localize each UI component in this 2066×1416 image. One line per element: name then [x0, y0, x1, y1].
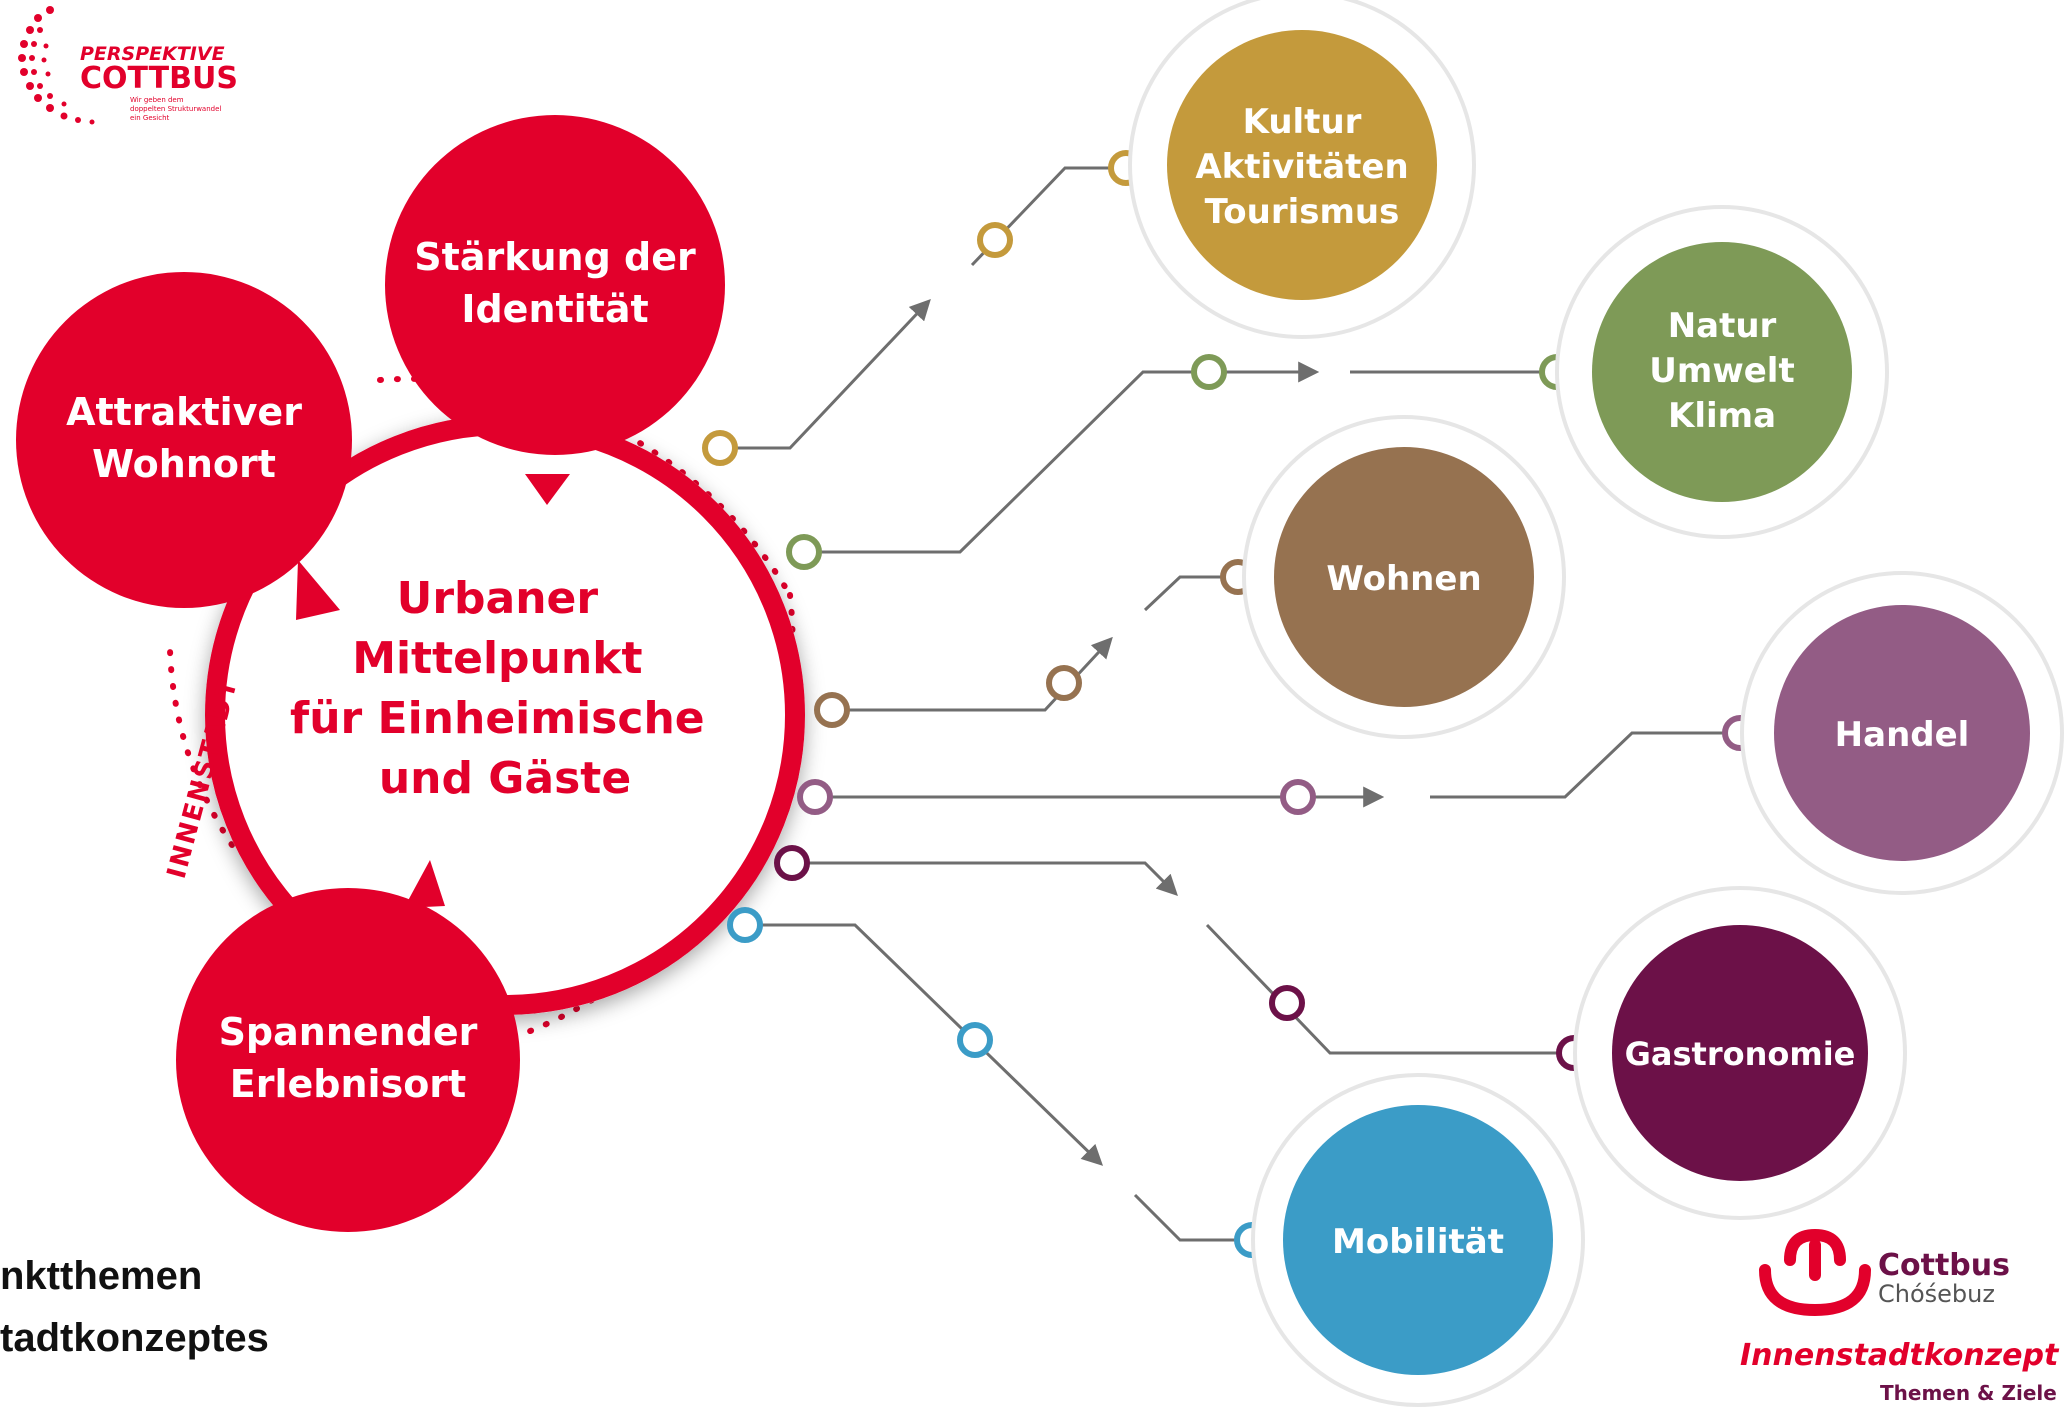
theme-kultur-line1: Kultur — [1243, 102, 1362, 142]
node-mobilitaet-start — [727, 907, 763, 943]
connector-gastronomie-2 — [1205, 923, 1574, 1055]
connector-handel-2 — [1430, 731, 1740, 799]
theme-handel: Handel — [1740, 571, 2064, 895]
node-handel-mid — [1280, 779, 1316, 815]
node-mobilitaet-mid — [957, 1022, 993, 1058]
connector-mobilitaet-2 — [1133, 1193, 1252, 1242]
connector-wohnen — [832, 636, 1113, 712]
connector-kultur — [720, 298, 931, 450]
perspektive-cottbus-logo: PERSPEKTIVE COTTBUS Wir geben dem doppel… — [18, 6, 238, 125]
node-wohnen-mid — [1046, 665, 1082, 701]
node-natur-start — [786, 534, 822, 570]
theme-wohnen-label: Wohnen — [1326, 559, 1481, 599]
theme-mobilitaet: Mobilität — [1251, 1073, 1585, 1407]
node-kultur-start — [702, 430, 738, 466]
cottbus-emblem-icon — [1759, 1228, 1871, 1317]
logo-top-line1: PERSPEKTIVE — [80, 43, 225, 65]
theme-wohnen: Wohnen — [1242, 415, 1566, 739]
pillar-erlebnisort-line2: Erlebnisort — [230, 1062, 466, 1106]
logo-top-line2: COTTBUS — [80, 61, 238, 96]
node-natur-mid — [1191, 354, 1227, 390]
cottbus-innenstadtkonzept-logo: Cottbus Chóśebuz Innenstadtkonzept Theme… — [1740, 1228, 2060, 1405]
theme-natur-line1: Natur — [1668, 306, 1777, 346]
theme-natur-line3: Klima — [1668, 396, 1776, 436]
logo-br-title: Innenstadtkonzept — [1740, 1338, 2060, 1373]
theme-kultur-line3: Tourismus — [1205, 192, 1400, 232]
theme-natur-line2: Umwelt — [1649, 351, 1794, 391]
center-line1: Urbaner — [397, 573, 599, 624]
theme-gastronomie: Gastronomie — [1573, 886, 1907, 1220]
center-line4: und Gäste — [379, 753, 631, 804]
footer-title: nktthemen tadtkonzeptes — [0, 1245, 269, 1369]
pillar-identitaet-line1: Stärkung der — [414, 235, 696, 279]
pillar-wohnort-line2: Wohnort — [92, 442, 276, 486]
theme-handel-label: Handel — [1835, 715, 1970, 755]
connectors — [720, 166, 1740, 1242]
logo-br-subtitle: Themen & Ziele — [1880, 1381, 2057, 1405]
node-gastronomie-start — [774, 845, 810, 881]
center-line3: für Einheimische — [290, 693, 705, 744]
footer-title-line1: nktthemen — [0, 1254, 203, 1298]
node-kultur-mid — [977, 222, 1013, 258]
theme-mobilitaet-label: Mobilität — [1332, 1222, 1504, 1262]
node-wohnen-start — [814, 692, 850, 728]
theme-gastronomie-label: Gastronomie — [1625, 1035, 1856, 1073]
theme-kultur-line2: Aktivitäten — [1195, 147, 1408, 187]
node-gastronomie-mid — [1269, 985, 1305, 1021]
center-line2: Mittelpunkt — [352, 633, 642, 684]
center-text: Urbaner Mittelpunkt für Einheimische und… — [290, 573, 720, 804]
pillar-erlebnisort-line1: Spannender — [219, 1010, 478, 1054]
logo-br-name: Cottbus — [1878, 1248, 2010, 1283]
pillar-identitaet-line2: Identität — [461, 287, 648, 331]
connector-wohnen-2 — [1143, 575, 1238, 612]
footer-title-line2: tadtkonzeptes — [0, 1316, 269, 1360]
logo-br-name2: Chóśebuz — [1878, 1280, 1995, 1308]
ring-arrows — [296, 474, 570, 908]
node-handel-start — [797, 779, 833, 815]
pillar-wohnort-line1: Attraktiver — [66, 390, 302, 434]
connector-natur — [804, 361, 1320, 554]
connector-gastronomie — [792, 861, 1178, 896]
connector-mobilitaet — [745, 923, 1104, 1166]
logo-top-tagline: Wir geben dem doppelten Strukturwandel e… — [130, 96, 224, 122]
